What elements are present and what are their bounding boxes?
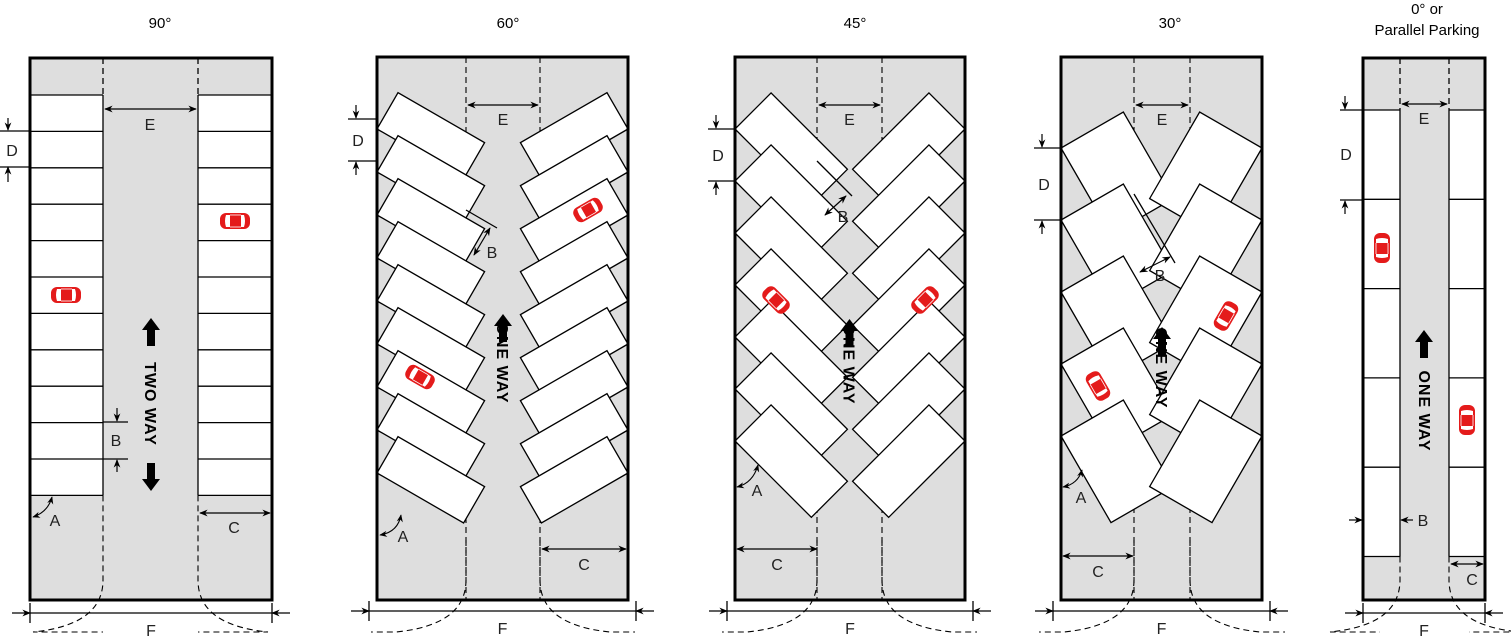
- label-e: E: [498, 112, 509, 129]
- panel-title: 90°: [149, 15, 172, 32]
- stall-left: [376, 435, 486, 524]
- panel-title: 0° or: [1411, 1, 1443, 18]
- label-a: A: [398, 529, 409, 546]
- label-f: F: [498, 621, 508, 638]
- turn-path-left: [32, 495, 104, 633]
- lot-boundary: [375, 55, 630, 602]
- up-arrow-icon: [142, 318, 160, 346]
- label-c: C: [578, 557, 590, 574]
- panel-30-degree: 30° E D B A C ONE WAY F: [1034, 15, 1288, 638]
- direction-label: TWO WAY: [141, 362, 158, 446]
- label-c: C: [771, 557, 783, 574]
- label-d: D: [712, 148, 724, 165]
- turn-path-left: [722, 540, 818, 633]
- label-e: E: [1419, 111, 1430, 128]
- label-d: D: [1340, 147, 1352, 164]
- panel-45-degree: 45° E D B A C ONE WAY F: [708, 15, 991, 638]
- b-dimension: [824, 195, 847, 216]
- label-b: B: [838, 209, 849, 226]
- panel-90-degree: 90° E D B A C TWO WAY F: [0, 15, 290, 640]
- b-extension: [465, 209, 498, 229]
- label-d: D: [1038, 177, 1050, 194]
- stall-area-left: [1363, 110, 1400, 557]
- stall-area-right: [1449, 110, 1485, 557]
- label-b: B: [1155, 268, 1166, 285]
- up-arrow-icon: [494, 314, 512, 342]
- label-d: D: [352, 133, 364, 150]
- car-icon: [1458, 404, 1476, 436]
- turn-path-left: [371, 540, 467, 633]
- direction-label: ONE WAY: [840, 323, 857, 404]
- label-e: E: [145, 117, 156, 134]
- stall-right: [1148, 399, 1263, 524]
- panel-title: 45°: [844, 15, 867, 32]
- angle-a-arc: [379, 514, 403, 537]
- b-extension: [1133, 193, 1176, 264]
- turn-path-left: [1329, 556, 1401, 633]
- lot-boundary: [733, 55, 967, 602]
- label-e: E: [1157, 112, 1168, 129]
- stall-left: [734, 404, 849, 519]
- label-c: C: [1092, 564, 1104, 581]
- label-d: D: [6, 143, 18, 160]
- label-e: E: [844, 112, 855, 129]
- up-arrow-icon: [1153, 327, 1171, 355]
- up-arrow-icon: [840, 319, 859, 347]
- direction-label: ONE WAY: [1152, 327, 1169, 408]
- turn-path-right: [1189, 540, 1285, 633]
- label-f: F: [845, 621, 855, 638]
- car-icon: [50, 286, 82, 304]
- label-c: C: [1466, 572, 1478, 589]
- direction-label: ONE WAY: [1415, 370, 1432, 451]
- car-icon: [1373, 232, 1391, 264]
- label-f: F: [1157, 621, 1167, 638]
- label-a: A: [50, 513, 61, 530]
- car-icon: [219, 212, 251, 230]
- label-a: A: [1076, 490, 1087, 507]
- panel-title: 60°: [497, 15, 520, 32]
- angle-a-arc: [1062, 469, 1084, 489]
- panel-title: 30°: [1159, 15, 1182, 32]
- lot-boundary: [28, 56, 274, 602]
- angle-a-arc: [736, 464, 760, 489]
- stall-right: [519, 435, 629, 524]
- up-arrow-icon: [1415, 330, 1433, 358]
- turn-path-right: [539, 540, 635, 633]
- label-a: A: [752, 483, 763, 500]
- stall-right: [851, 404, 966, 519]
- panel-title: Parallel Parking: [1374, 22, 1479, 39]
- label-b: B: [487, 245, 498, 262]
- turn-path-right: [881, 540, 977, 633]
- angle-a-arc: [32, 496, 54, 518]
- lot-boundary: [1059, 55, 1264, 602]
- turn-path-left: [1039, 540, 1135, 633]
- lot-boundary: [1361, 56, 1487, 602]
- b-extension: [816, 160, 853, 197]
- label-f: F: [1419, 623, 1429, 640]
- turn-path-right: [1448, 556, 1511, 633]
- turn-path-right: [197, 495, 269, 633]
- label-b: B: [1418, 513, 1429, 530]
- label-c: C: [228, 520, 240, 537]
- label-b: B: [111, 433, 122, 450]
- panel-60-degree: 60° E D B A C ONE WAY F: [348, 15, 654, 638]
- direction-label: ONE WAY: [493, 322, 510, 403]
- b-dimension: [473, 227, 491, 256]
- label-f: F: [146, 623, 156, 640]
- stall-area-right: [198, 95, 272, 496]
- down-arrow-icon: [142, 463, 160, 491]
- b-dimension: [1139, 256, 1171, 273]
